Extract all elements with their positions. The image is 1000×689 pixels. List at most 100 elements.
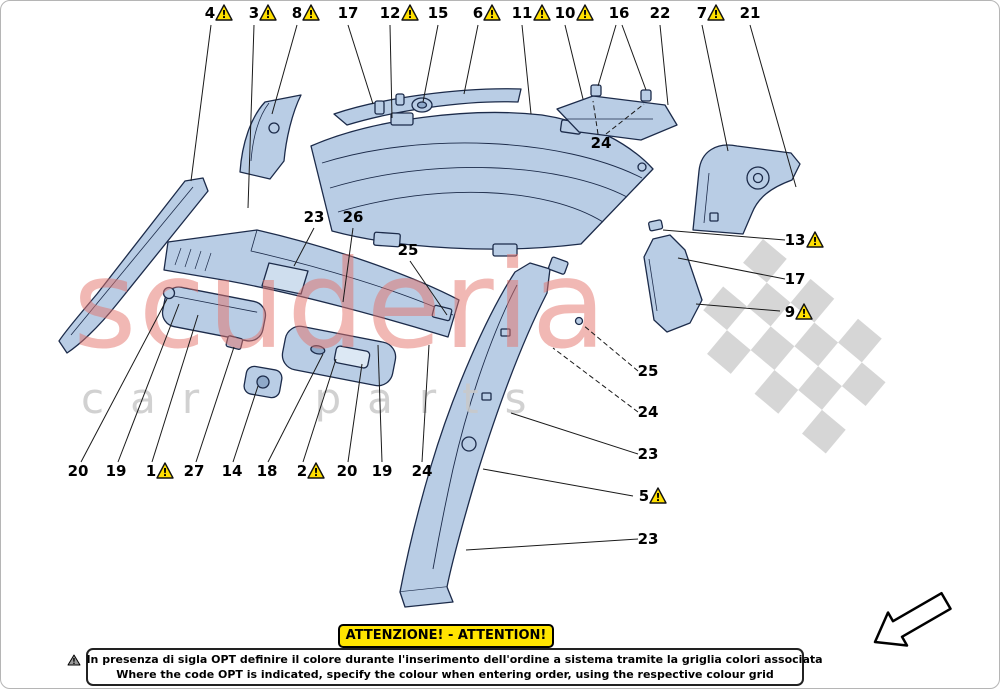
callout-15: 15 [428, 4, 449, 22]
leader-lines [80, 24, 797, 551]
svg-text:!: ! [162, 466, 167, 479]
leader-line [422, 24, 439, 103]
a-pillar-trim [58, 177, 209, 354]
header-rail-trim [333, 88, 522, 126]
checker-square [743, 239, 787, 283]
leader-line [293, 227, 315, 267]
leader-line [80, 298, 168, 463]
leader-line [377, 344, 383, 463]
watermark: scuderia car parts [73, 234, 608, 423]
rear-header-trim [556, 84, 678, 141]
checker-square [754, 370, 799, 414]
callout-20: 20 [68, 462, 89, 480]
callout-23: 23 [638, 530, 659, 548]
leader-line [621, 24, 647, 91]
checker-square [703, 286, 747, 331]
svg-text:!: ! [812, 235, 817, 248]
callout-4: 4 [205, 4, 215, 22]
leader-line [232, 385, 259, 463]
leader-line [582, 324, 639, 372]
warning-icon: ! [302, 4, 320, 21]
leader-line [597, 24, 617, 87]
checker-square [838, 318, 882, 363]
warning-icon: ! [215, 4, 233, 21]
warning-icon: ! [649, 487, 667, 504]
callout-19: 19 [372, 462, 393, 480]
leader-line [659, 24, 669, 106]
checker-square [750, 326, 795, 371]
attention-line-english: Where the code OPT is indicated, specify… [116, 667, 774, 682]
callout-10: 10 [555, 4, 576, 22]
leader-line [190, 24, 212, 182]
leader-line [564, 24, 584, 100]
leader-line [267, 353, 324, 463]
leader-line [302, 358, 337, 463]
leader-line [695, 303, 781, 312]
leader-line [421, 344, 430, 463]
leader-line [510, 412, 639, 455]
leader-line [662, 229, 786, 241]
headliner-front-panel [163, 229, 460, 338]
trim-clip [640, 89, 652, 102]
leader-line [195, 346, 235, 463]
callout-6: 6 [473, 4, 483, 22]
callout-25: 25 [398, 241, 419, 259]
parts-illustration [58, 84, 801, 608]
warning-icon: ! [576, 4, 594, 21]
leader-line [463, 24, 479, 95]
callout-16: 16 [609, 4, 630, 22]
callout-7: 7 [697, 4, 707, 22]
warning-icon: ! [795, 303, 813, 320]
visor-mirror [333, 345, 371, 369]
callout-5: 5 [639, 487, 649, 505]
leader-line [151, 314, 199, 463]
callout-26: 26 [343, 208, 364, 226]
callout-1: 1 [146, 462, 156, 480]
svg-text:!: ! [655, 491, 660, 504]
callout-20: 20 [337, 462, 358, 480]
callout-22: 22 [650, 4, 671, 22]
attention-text-it: In presenza di sigla OPT definire il col… [86, 653, 823, 666]
callout-12: 12 [380, 4, 401, 22]
callout-25: 25 [638, 362, 659, 380]
svg-text:!: ! [265, 8, 270, 21]
attention-note-box: ! In presenza di sigla OPT definire il c… [67, 648, 823, 686]
leader-line [592, 100, 599, 135]
callout-18: 18 [257, 462, 278, 480]
direction-arrow-icon [873, 591, 952, 647]
leader-line [117, 303, 180, 463]
svg-text:!: ! [582, 8, 587, 21]
warning-icon: ! [533, 4, 551, 21]
b-pillar-lower-trim [399, 256, 584, 608]
upper-corner-trim [239, 94, 302, 180]
svg-text:!: ! [313, 466, 318, 479]
warning-icon: ! [307, 462, 325, 479]
callout-27: 27 [184, 462, 205, 480]
trim-clip [590, 84, 602, 97]
callout-24: 24 [638, 403, 659, 421]
checker-square [746, 282, 791, 327]
leader-line [342, 227, 354, 303]
warning-icon: ! [156, 462, 174, 479]
callout-3: 3 [249, 4, 259, 22]
leader-line [482, 468, 634, 497]
leader-line [677, 257, 786, 280]
svg-text:!: ! [308, 8, 313, 21]
svg-text:!: ! [539, 8, 544, 21]
warning-icon: ! [401, 4, 419, 21]
watermark-title: scuderia [73, 234, 608, 376]
checker-square [707, 330, 751, 374]
warning-icon: ! [483, 4, 501, 21]
callout-9: 9 [785, 303, 795, 321]
callout-13: 13 [785, 231, 806, 249]
callout-2: 2 [297, 462, 307, 480]
leader-line [389, 24, 393, 119]
courtesy-light [243, 365, 283, 399]
warning-icon: ! [806, 231, 824, 248]
leader-line [749, 24, 797, 188]
screw [574, 316, 584, 326]
leader-line [409, 260, 448, 316]
attention-line-italian: ! In presenza di sigla OPT definire il c… [67, 652, 823, 667]
attention-banner: ATTENZIONE! - ATTENTION! [338, 624, 554, 648]
